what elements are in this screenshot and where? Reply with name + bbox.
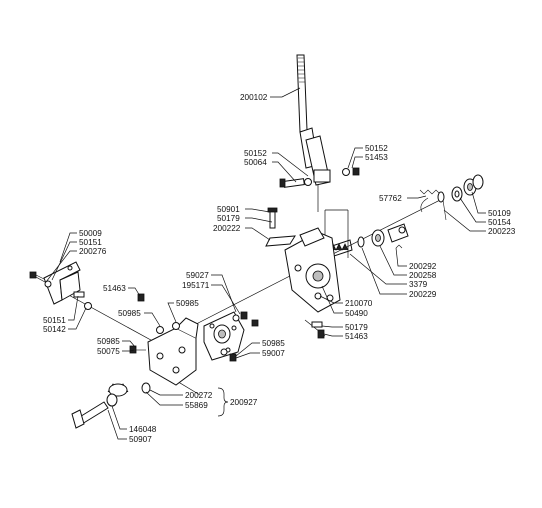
label-50064: 50064 [244, 158, 267, 167]
label-51463-left: 51463 [103, 284, 126, 293]
label-50151-lower: 50151 [43, 316, 66, 325]
label-50152-left: 50152 [244, 149, 267, 158]
spring-57762[interactable] [419, 189, 441, 213]
washer-200229[interactable] [357, 236, 365, 248]
control-plate-50490[interactable] [284, 227, 341, 313]
washer-200223[interactable] [437, 191, 447, 221]
label-50490: 50490 [345, 309, 368, 318]
label-50075: 50075 [97, 347, 120, 356]
label-200258: 200258 [409, 271, 437, 280]
label-59027: 59027 [186, 271, 209, 280]
bolt-50064[interactable] [279, 178, 305, 188]
label-195171: 195171 [182, 281, 210, 290]
label-57762: 57762 [379, 194, 402, 203]
label-3379: 3379 [409, 280, 428, 289]
bushing-200258[interactable] [371, 229, 385, 247]
label-200927: 200927 [230, 398, 258, 407]
plate-200222[interactable] [265, 235, 296, 247]
main-bracket[interactable] [147, 317, 199, 386]
bolt-59007[interactable] [229, 353, 237, 362]
washer-50985-a[interactable] [156, 326, 164, 334]
label-50151-upper: 50151 [79, 238, 102, 247]
nut-50152-left[interactable] [304, 178, 312, 186]
label-51453: 51453 [365, 153, 388, 162]
label-50907: 50907 [129, 435, 152, 444]
bolt-50151-lower[interactable] [73, 291, 85, 298]
label-50901: 50901 [217, 205, 240, 214]
nut-50109[interactable] [463, 174, 484, 196]
bushing-210070[interactable] [314, 292, 322, 300]
label-146048: 146048 [129, 425, 157, 434]
shift-lever-rod[interactable] [296, 54, 331, 186]
bracket-50009[interactable] [43, 261, 81, 305]
label-50179-upper: 50179 [217, 214, 240, 223]
washer-50985-c[interactable] [220, 348, 228, 356]
leader-lines [45, 87, 486, 440]
label-50985-upper: 50985 [176, 299, 199, 308]
label-50179-lower: 50179 [345, 323, 368, 332]
label-51463-right: 51463 [345, 332, 368, 341]
label-50152-right: 50152 [365, 144, 388, 153]
label-200229: 200229 [409, 290, 437, 299]
part-labels: 200102 50152 50064 50152 51453 57762 501… [43, 93, 516, 444]
label-50985-right: 50985 [262, 339, 285, 348]
disc-plate-59027[interactable] [203, 311, 245, 361]
bolt-50075[interactable] [129, 345, 146, 354]
label-200102: 200102 [240, 93, 268, 102]
label-200292: 200292 [409, 262, 437, 271]
screw-50985-d[interactable] [251, 319, 259, 327]
nut-195171[interactable] [232, 311, 248, 322]
nut-50142[interactable] [84, 302, 92, 310]
nut-50907[interactable] [106, 393, 118, 407]
link-200292[interactable] [387, 223, 409, 249]
label-200276: 200276 [79, 247, 107, 256]
bolt-50151-upper[interactable] [29, 271, 45, 280]
bolt-50179-lower[interactable] [311, 321, 325, 339]
label-59007: 59007 [262, 349, 285, 358]
pin-50901[interactable] [267, 207, 278, 229]
nut-51463-left[interactable] [137, 293, 145, 302]
label-50109: 50109 [488, 209, 511, 218]
label-50142: 50142 [43, 325, 66, 334]
label-200272: 200272 [185, 391, 213, 400]
nut-51453[interactable] [342, 167, 360, 176]
bolt-146048[interactable] [71, 401, 109, 429]
washer-50985-b[interactable] [172, 322, 180, 330]
label-200223: 200223 [488, 227, 516, 236]
washer-200276[interactable] [44, 280, 52, 288]
label-50985-left: 50985 [97, 337, 120, 346]
label-50985-mid: 50985 [118, 309, 141, 318]
spring-200272[interactable] [107, 383, 129, 397]
bushing-55869[interactable] [141, 382, 151, 394]
label-50154: 50154 [488, 218, 511, 227]
label-210070: 210070 [345, 299, 373, 308]
label-55869: 55869 [185, 401, 208, 410]
washer-50154[interactable] [451, 186, 463, 202]
label-200222: 200222 [213, 224, 241, 233]
label-50009: 50009 [79, 229, 102, 238]
